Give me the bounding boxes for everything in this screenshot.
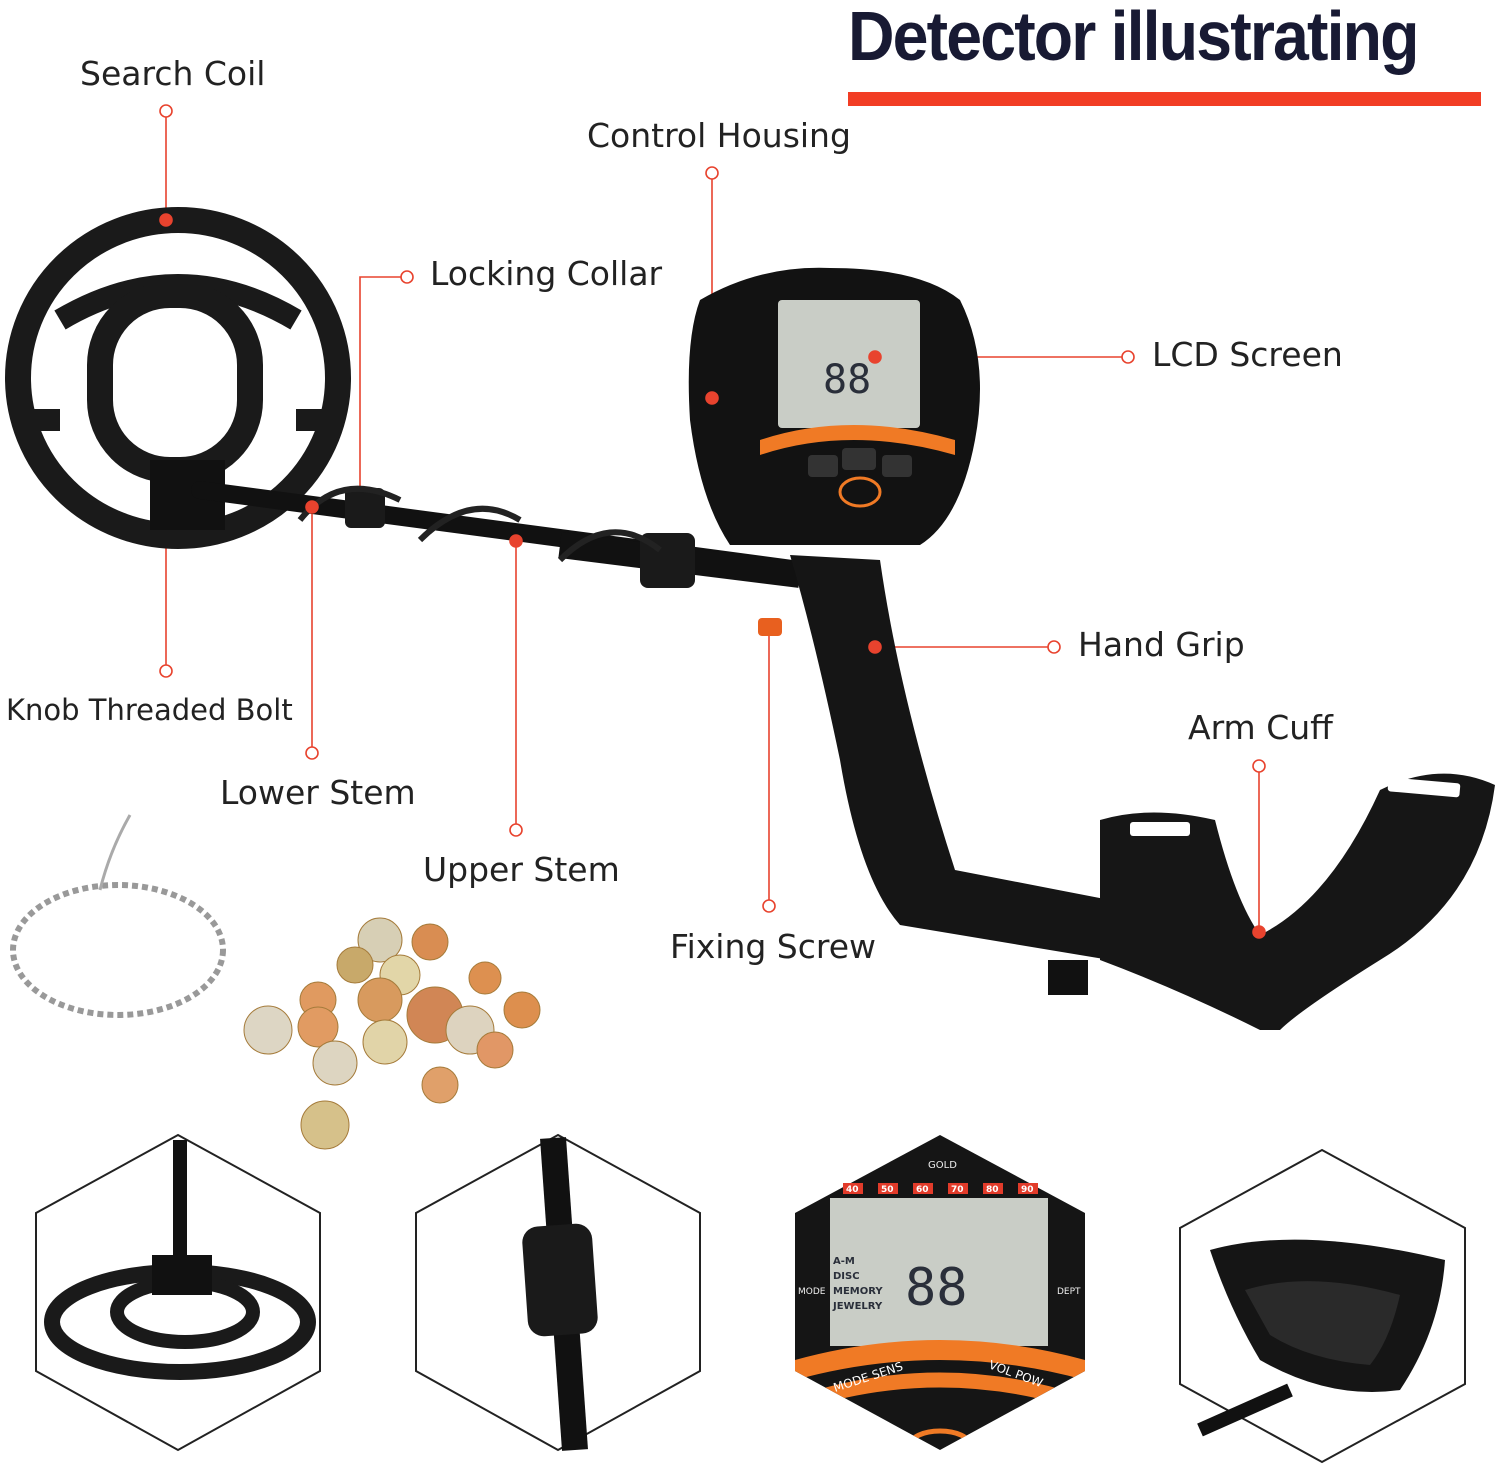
lcd-mode-label: MODE: [798, 1287, 826, 1297]
stem: [191, 481, 809, 636]
lcd-depth-label: DEPT: [1057, 1287, 1081, 1297]
lcd-gold-label: GOLD: [928, 1160, 957, 1171]
label-upper-stem: Upper Stem: [423, 850, 620, 889]
svg-text:A-M: A-M: [833, 1256, 855, 1267]
arm-cuff: [1100, 773, 1495, 1030]
svg-text:50: 50: [881, 1185, 894, 1195]
detail-collar-hexagon: [415, 1133, 701, 1452]
svg-text:JEWELRY: JEWELRY: [832, 1301, 883, 1312]
search-coil: [5, 207, 351, 549]
label-hand-grip: Hand Grip: [1078, 625, 1245, 664]
svg-text:DISC: DISC: [833, 1271, 860, 1282]
label-fixing-screw: Fixing Screw: [670, 927, 877, 966]
callout-lines: [165, 111, 1260, 932]
label-lcd-screen: LCD Screen: [1152, 335, 1343, 374]
handle: [790, 555, 1110, 995]
coins: [243, 917, 541, 1150]
svg-text:90: 90: [1021, 1185, 1034, 1195]
lcd-mode-list: A-M DISC MEMORY JEWELRY: [832, 1256, 883, 1312]
svg-text:40: 40: [846, 1185, 859, 1195]
svg-text:70: 70: [951, 1185, 964, 1195]
label-locking-collar: Locking Collar: [430, 254, 663, 293]
svg-text:80: 80: [986, 1185, 999, 1195]
detail-coil-hexagon: [35, 1133, 321, 1452]
label-arm-cuff: Arm Cuff: [1188, 708, 1333, 747]
control-housing: 88: [688, 267, 980, 545]
bracelet: [10, 814, 226, 1018]
svg-text:60: 60: [916, 1185, 929, 1195]
label-knob-threaded-bolt: Knob Threaded Bolt: [6, 693, 293, 727]
detail-cuff-hexagon: [1179, 1148, 1466, 1464]
label-lower-stem: Lower Stem: [220, 773, 416, 812]
page-title: Detector illustrating: [848, 0, 1420, 75]
svg-text:MEMORY: MEMORY: [833, 1286, 883, 1297]
lcd-scale: 40 50 60 70 80 90: [843, 1183, 1038, 1195]
label-control-housing: Control Housing: [587, 116, 851, 155]
callout-dots: [159, 104, 1266, 939]
label-search-coil: Search Coil: [80, 54, 266, 93]
detail-lcd-hexagon: GOLD 40 50 60 70 80 90 A-M DISC MEMORY J…: [795, 1135, 1085, 1450]
title-underline: [848, 92, 1481, 106]
lcd-detail-digits: 88: [905, 1258, 968, 1318]
lcd-digits: 88: [823, 357, 871, 403]
